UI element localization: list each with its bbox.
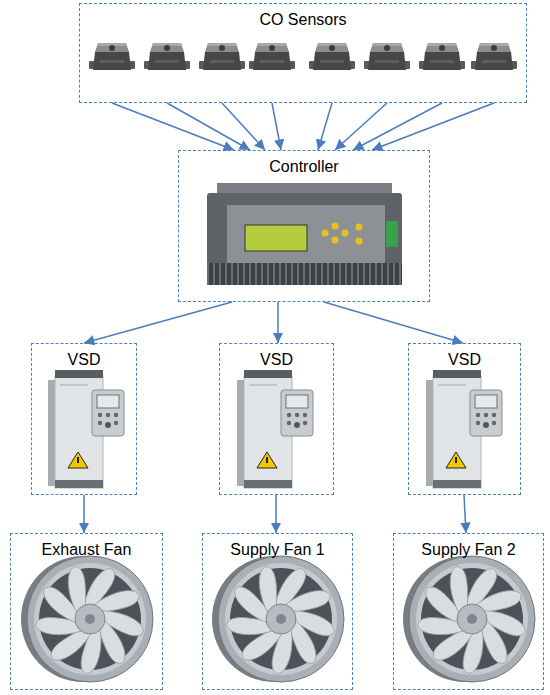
co-sensor-icon [471,43,517,70]
axial-fan-icon [21,556,153,682]
dashed-group-box: Exhaust Fan [10,533,163,690]
signal-arrow [353,103,442,150]
signal-arrow [335,103,387,150]
axial-fan-icon [403,556,535,682]
co-sensor-illustrations [89,43,517,70]
box-title: VSD [32,344,136,369]
fan-illustrations [21,556,535,682]
dashed-group-box: VSD [219,343,334,495]
dashed-group-box: CO Sensors [79,3,527,103]
box-title: Controller [179,151,429,176]
co-sensor-icon [249,43,295,70]
co-sensor-icon [199,43,245,70]
box-title: Exhaust Fan [11,534,162,559]
signal-arrow [275,495,277,533]
signal-arrow [112,103,234,150]
co-sensor-icon [89,43,135,70]
signal-arrow [222,103,265,150]
vsd-drive-icon [426,370,502,488]
signal-arrow [464,495,466,533]
dashed-group-box: Supply Fan 2 [393,533,544,690]
dashed-group-box: Supply Fan 1 [202,533,353,690]
dashed-group-box: VSD [408,343,521,495]
signal-arrow [272,103,281,150]
box-title: Supply Fan 2 [394,534,543,559]
dashed-group-box: VSD [31,343,137,495]
co-sensor-icon [309,43,355,70]
signal-arrow [84,302,232,343]
signal-arrow [167,103,250,150]
co-sensor-icon [419,43,465,70]
box-title: VSD [220,344,333,369]
vsd-illustrations [48,370,502,488]
signal-arrow [83,495,85,533]
signal-arrow [277,302,279,343]
signal-arrow [318,103,332,150]
vsd-drive-icon [48,370,124,488]
vsd-drive-icon [237,370,313,488]
dashed-group-box: Controller [178,150,430,302]
box-title: VSD [409,344,520,369]
box-title: CO Sensors [80,4,526,29]
signal-arrow [324,302,463,343]
co-sensor-icon [364,43,410,70]
axial-fan-icon [212,556,344,682]
co-sensor-icon [144,43,190,70]
signal-arrow [372,103,494,150]
box-title: Supply Fan 1 [203,534,352,559]
controller-illustration [207,183,402,285]
